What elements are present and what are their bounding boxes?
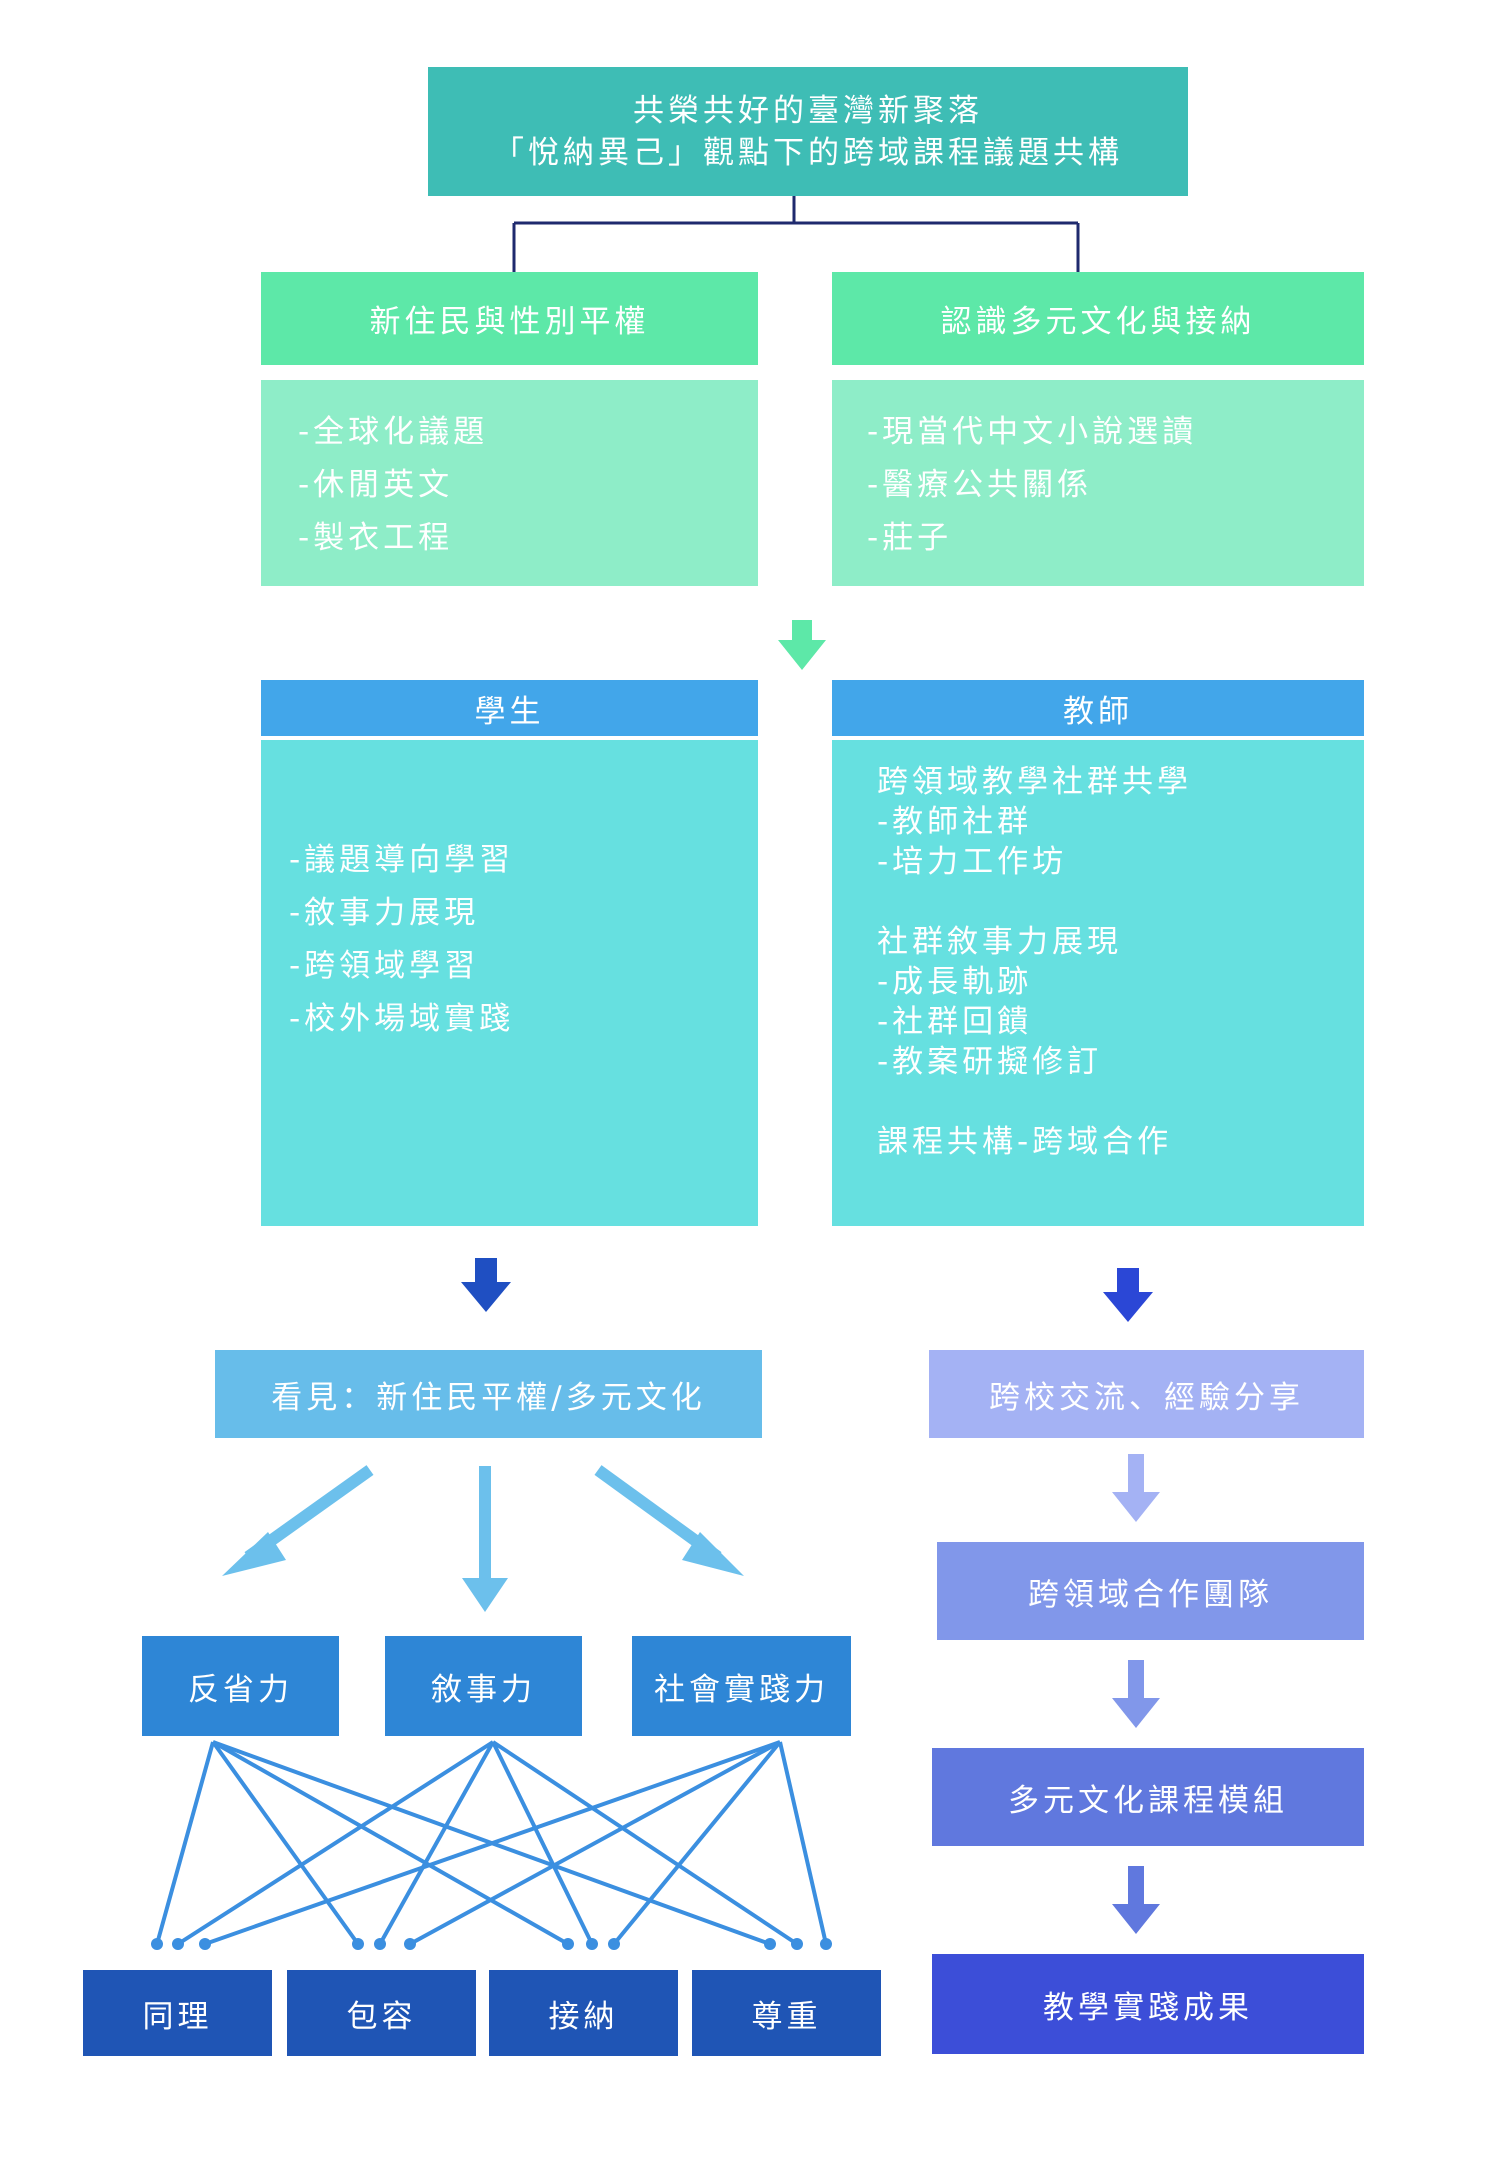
network-link [778,1741,828,1945]
title-connector [512,196,1080,272]
network-link-endpoint [404,1938,416,1950]
student-header-label: 學生 [474,693,545,730]
seeing-label: 看見：新住民平權/多元文化 [271,1379,706,1416]
network-link [612,1740,782,1946]
network-link-endpoint [199,1938,211,1950]
main-title-box: 共榮共好的臺灣新聚落 「悅納異己」觀點下的跨域課程議題共構 [428,67,1188,196]
teacher-group-heading: 跨領域教學社群共學 [877,764,1192,800]
value-label: 包容 [346,1998,417,2035]
value-acceptance: 接納 [489,1970,678,2056]
student-item: -跨領域學習 [289,948,480,984]
main-title-line-1: 共榮共好的臺灣新聚落 [633,92,983,129]
network-link-endpoint [764,1938,776,1950]
student-item: -議題導向學習 [289,842,515,878]
network-link [409,1740,781,1946]
theme-header-label: 認識多元文化與接納 [940,304,1256,340]
teacher-body: 跨領域教學社群共學 -教師社群 -培力工作坊 社群敘事力展現 -成長軌跡 -社群… [832,740,1364,1226]
student-body: -議題導向學習 -敘事力展現 -跨領域學習 -校外場域實踐 [261,740,758,1226]
network-link-endpoint [374,1938,386,1950]
teacher-item: -社群回饋 [877,1004,1033,1040]
student-item: -校外場域實踐 [289,1001,515,1037]
network-link [378,1741,495,1945]
student-header: 學生 [261,680,758,736]
ability-social-practice: 社會實踐力 [632,1636,851,1736]
teacher-item: -教師社群 [877,804,1033,840]
network-link [155,1741,215,1945]
ability-label: 反省力 [188,1671,293,1708]
teacher-down-arrow [1103,1268,1153,1322]
network-link-endpoint [586,1938,598,1950]
seeing-arrows [222,1465,744,1612]
student-item: -敘事力展現 [289,895,480,931]
network-link [204,1740,781,1946]
network-link [212,1740,569,1946]
network-link-endpoint [562,1938,574,1950]
student-down-arrow [461,1258,511,1312]
course-item: -醫療公共關係 [867,467,1093,503]
network-link [176,1740,495,1946]
network-link-endpoint [172,1938,184,1950]
flow-step-team: 跨領域合作團隊 [937,1542,1364,1640]
teacher-header: 教師 [832,680,1364,736]
teacher-item: -成長軌跡 [877,964,1033,1000]
network-link-endpoint [352,1938,364,1950]
value-label: 接納 [548,1998,619,2035]
theme-courses-multicultural: -現當代中文小說選讀 -醫療公共關係 -莊子 [832,380,1364,586]
flow-arrow-1 [1112,1454,1160,1522]
value-label: 同理 [142,1998,213,2035]
flow-step-outcome: 教學實踐成果 [932,1954,1364,2054]
flow-step-module: 多元文化課程模組 [932,1748,1364,1846]
flow-step-label: 教學實踐成果 [1043,1989,1253,2026]
flow-step-label: 多元文化課程模組 [1008,1782,1288,1819]
green-down-arrow [778,620,826,670]
network-link-endpoint [608,1938,620,1950]
network-link [211,1740,360,1946]
course-item: -製衣工程 [298,520,454,556]
flow-arrow-2 [1112,1660,1160,1728]
network-link-endpoint [151,1938,163,1950]
flow-arrow-3 [1112,1866,1160,1934]
teacher-header-label: 教師 [1063,693,1133,730]
value-tolerance: 包容 [287,1970,476,2056]
network-link-endpoint [820,1938,832,1950]
ability-label: 敘事力 [431,1671,536,1708]
ability-label: 社會實踐力 [654,1671,829,1708]
network-link [491,1740,799,1946]
flow-step-label: 跨領域合作團隊 [1028,1576,1273,1613]
network-link [491,1741,594,1945]
theme-header-gender-equality: 新住民與性別平權 [261,272,758,365]
ability-reflection: 反省力 [142,1636,339,1736]
ability-value-network [151,1740,832,1950]
course-item: -休閒英文 [298,467,454,503]
course-item: -現當代中文小說選讀 [867,414,1198,450]
teacher-group-heading: 社群敘事力展現 [877,924,1122,960]
theme-header-label: 新住民與性別平權 [369,304,650,340]
course-item: -莊子 [867,520,953,556]
flow-step-exchange: 跨校交流、經驗分享 [929,1350,1364,1438]
teacher-group-heading: 課程共構-跨域合作 [877,1124,1173,1160]
flow-step-label: 跨校交流、經驗分享 [989,1379,1304,1416]
theme-courses-gender-equality: -全球化議題 -休閒英文 -製衣工程 [261,380,758,586]
value-respect: 尊重 [692,1970,881,2056]
course-item: -全球化議題 [298,414,489,450]
network-link-endpoint [791,1938,803,1950]
value-empathy: 同理 [83,1970,272,2056]
teacher-item: -教案研擬修訂 [877,1044,1103,1080]
value-label: 尊重 [751,1998,822,2035]
theme-header-multicultural: 認識多元文化與接納 [832,272,1364,365]
teacher-item: -培力工作坊 [877,844,1068,880]
seeing-box: 看見：新住民平權/多元文化 [215,1350,762,1438]
ability-narrative: 敘事力 [385,1636,582,1736]
main-title-line-2: 「悅納異己」觀點下的跨域課程議題共構 [493,134,1123,171]
